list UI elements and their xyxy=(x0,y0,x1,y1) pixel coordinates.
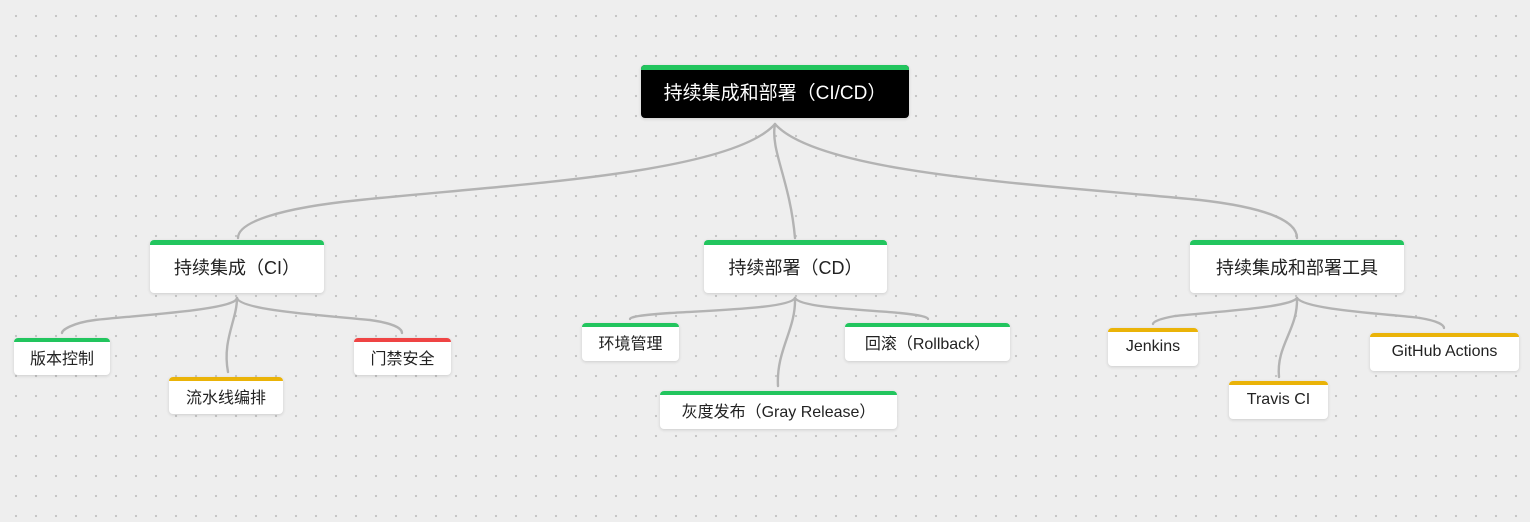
leaf-node-label: Travis CI xyxy=(1246,391,1311,408)
leaf-node-label: GitHub Actions xyxy=(1391,343,1498,360)
edge-cd-gray xyxy=(776,296,797,388)
branch-node-label: 持续部署（CD） xyxy=(728,257,863,278)
edge-root-tools xyxy=(773,122,1299,240)
status-bar xyxy=(150,240,324,245)
root-node[interactable]: 持续集成和部署（CI/CD） xyxy=(641,65,909,118)
edge-tools-github xyxy=(1295,296,1446,330)
leaf-node-label: 版本控制 xyxy=(29,350,94,368)
edge-root-ci xyxy=(236,122,777,240)
branch-node-label: 持续集成（CI） xyxy=(174,257,300,278)
leaf-node-rollback[interactable]: 回滚（Rollback） xyxy=(845,323,1010,361)
status-bar xyxy=(704,240,887,245)
status-bar xyxy=(1108,328,1198,332)
leaf-node-label: 环境管理 xyxy=(598,336,663,353)
status-bar xyxy=(1190,240,1404,245)
leaf-node-github-actions[interactable]: GitHub Actions xyxy=(1370,333,1519,371)
status-bar xyxy=(169,377,283,381)
leaf-node-label: 回滚（Rollback） xyxy=(864,336,991,353)
leaf-node-label: 门禁安全 xyxy=(370,350,435,368)
status-bar xyxy=(354,338,451,342)
status-bar xyxy=(660,391,897,395)
root-node-label: 持续集成和部署（CI/CD） xyxy=(663,83,887,104)
leaf-node-label: 灰度发布（Gray Release） xyxy=(681,404,876,421)
edge-root-cd xyxy=(773,122,797,240)
status-bar xyxy=(14,338,110,342)
leaf-node-travis-ci[interactable]: Travis CI xyxy=(1229,381,1328,419)
edge-tools-jenkins xyxy=(1151,296,1299,326)
branch-node-tools[interactable]: 持续集成和部署工具 xyxy=(1190,240,1404,293)
status-bar xyxy=(641,65,909,70)
edge-cd-rollback xyxy=(793,296,930,321)
leaf-node-env-management[interactable]: 环境管理 xyxy=(582,323,679,361)
edge-ci-version-control xyxy=(60,296,239,335)
edge-ci-pipeline xyxy=(225,296,239,374)
leaf-node-label: 流水线编排 xyxy=(185,389,266,407)
leaf-node-jenkins[interactable]: Jenkins xyxy=(1108,328,1198,366)
leaf-node-label: Jenkins xyxy=(1125,338,1181,355)
edge-cd-env xyxy=(628,296,797,321)
status-bar xyxy=(582,323,679,327)
branch-node-label: 持续集成和部署工具 xyxy=(1216,257,1378,278)
branch-node-ci[interactable]: 持续集成（CI） xyxy=(150,240,324,293)
leaf-node-gate-security[interactable]: 门禁安全 xyxy=(354,338,451,375)
leaf-node-pipeline[interactable]: 流水线编排 xyxy=(169,377,283,414)
branch-node-cd[interactable]: 持续部署（CD） xyxy=(704,240,887,293)
edge-tools-travis xyxy=(1277,296,1299,379)
status-bar xyxy=(1229,381,1328,385)
leaf-node-version-control[interactable]: 版本控制 xyxy=(14,338,110,375)
status-bar xyxy=(845,323,1010,327)
edge-ci-gate-security xyxy=(235,296,404,335)
leaf-node-gray-release[interactable]: 灰度发布（Gray Release） xyxy=(660,391,897,429)
status-bar xyxy=(1370,333,1519,337)
